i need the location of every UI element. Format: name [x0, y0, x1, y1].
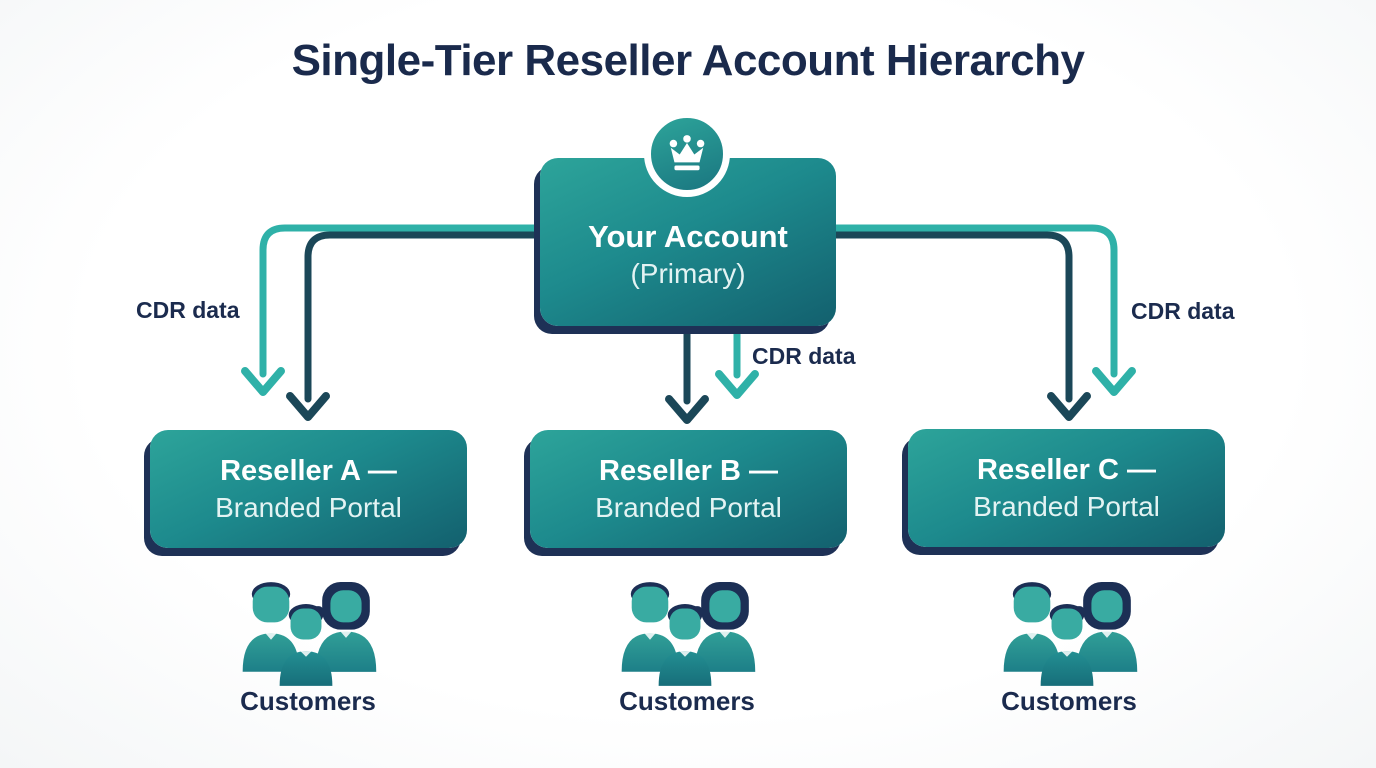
cdr-label-center: CDR data	[752, 343, 856, 369]
primary-account-subtitle: (Primary)	[630, 258, 746, 289]
cdr-arrow-right	[832, 224, 1136, 396]
reseller-c-title: Reseller C —	[977, 454, 1156, 486]
reseller-b-box: Reseller B — Branded Portal	[530, 430, 847, 548]
cdr-label-left: CDR data	[136, 297, 240, 323]
reseller-b-title: Reseller B —	[599, 455, 778, 487]
customers-icon-a	[242, 582, 377, 686]
reseller-a-subtitle: Branded Portal	[215, 492, 402, 523]
customers-icon-b	[621, 582, 756, 686]
reseller-c-subtitle: Branded Portal	[973, 491, 1160, 522]
hierarchy-arrow-left	[286, 231, 544, 421]
reseller-a-title: Reseller A —	[220, 455, 397, 487]
primary-account-title: Your Account	[588, 219, 788, 254]
customers-icon-c	[1003, 582, 1138, 686]
reseller-a-box: Reseller A — Branded Portal	[150, 430, 467, 548]
reseller-b-subtitle: Branded Portal	[595, 492, 782, 523]
hierarchy-arrow-right	[832, 231, 1091, 421]
customers-label-b: Customers	[619, 686, 755, 716]
reseller-c-box: Reseller C — Branded Portal	[908, 429, 1225, 547]
customers-label-a: Customers	[240, 686, 376, 716]
cdr-arrow-left	[241, 224, 544, 396]
crown-icon	[644, 111, 730, 197]
diagram-title: Single-Tier Reseller Account Hierarchy	[291, 36, 1085, 85]
customers-label-c: Customers	[1001, 686, 1137, 716]
cdr-label-right: CDR data	[1131, 298, 1235, 324]
